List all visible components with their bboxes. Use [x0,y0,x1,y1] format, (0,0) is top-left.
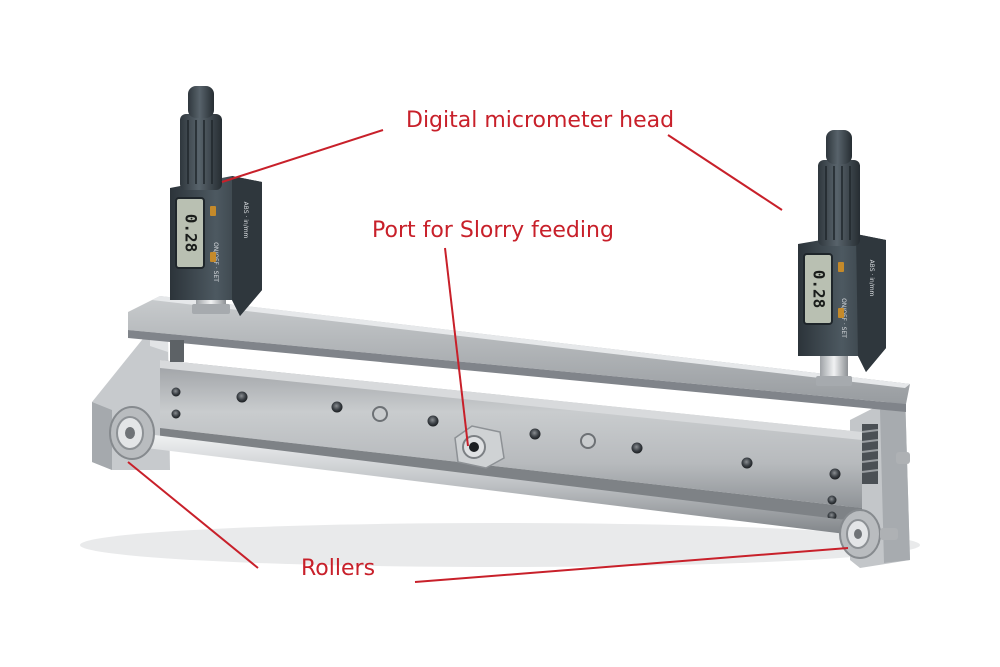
lcd-readout: 0.28 [182,214,201,253]
screw [741,457,753,469]
screw [631,442,643,454]
springs [170,340,879,484]
on-off-button[interactable] [210,206,216,216]
slurry-port [454,425,505,469]
left-roller [109,406,155,460]
button-legend: ON/OFF · SET [840,298,847,338]
slurry-port-label: Port for Slorry feeding [372,218,614,243]
top-beam [128,296,910,412]
set-button[interactable] [210,252,216,262]
rollers-label: Rollers [301,556,376,581]
screw [372,406,388,422]
set-button[interactable] [838,308,844,318]
micrometer-head-label: Digital micrometer head [406,108,675,133]
roller-rod [130,432,862,536]
right-roller [839,452,910,559]
blade-screws [171,387,841,521]
screw [331,401,343,413]
leader-line-roller-left [127,461,259,569]
screw [171,387,181,397]
mode-legend: ABS · in/mm [868,260,875,297]
screw [829,468,841,480]
screw [236,391,248,403]
screw [529,428,541,440]
screw [171,409,181,419]
lcd-display [175,197,205,269]
screw [827,495,837,505]
leader-line-micrometer-left [221,129,384,183]
right-micrometer-head: 0.28 ON/OFF · SET ABS · in/mm [798,130,886,386]
ground-shadow [80,523,920,567]
ratchet-knob[interactable] [826,130,852,164]
button-legend: ON/OFF · SET [212,242,219,282]
annotation-leaders [127,129,849,583]
screw [580,433,596,449]
ratchet-knob[interactable] [188,86,214,118]
screw [427,415,439,427]
leader-line-port [444,247,469,447]
leader-line-micrometer-right [667,134,783,211]
lcd-display [803,253,833,325]
coating-blade [160,360,862,522]
thimble[interactable] [180,114,222,190]
mode-legend: ABS · in/mm [242,202,249,239]
lcd-readout: 0.28 [810,270,829,309]
port-hole [469,442,479,452]
left-micrometer-head: 0.28 ON/OFF · SET ABS · in/mm [170,86,262,316]
leader-line-roller-right [414,547,849,583]
thimble[interactable] [818,160,860,246]
on-off-button[interactable] [838,262,844,272]
